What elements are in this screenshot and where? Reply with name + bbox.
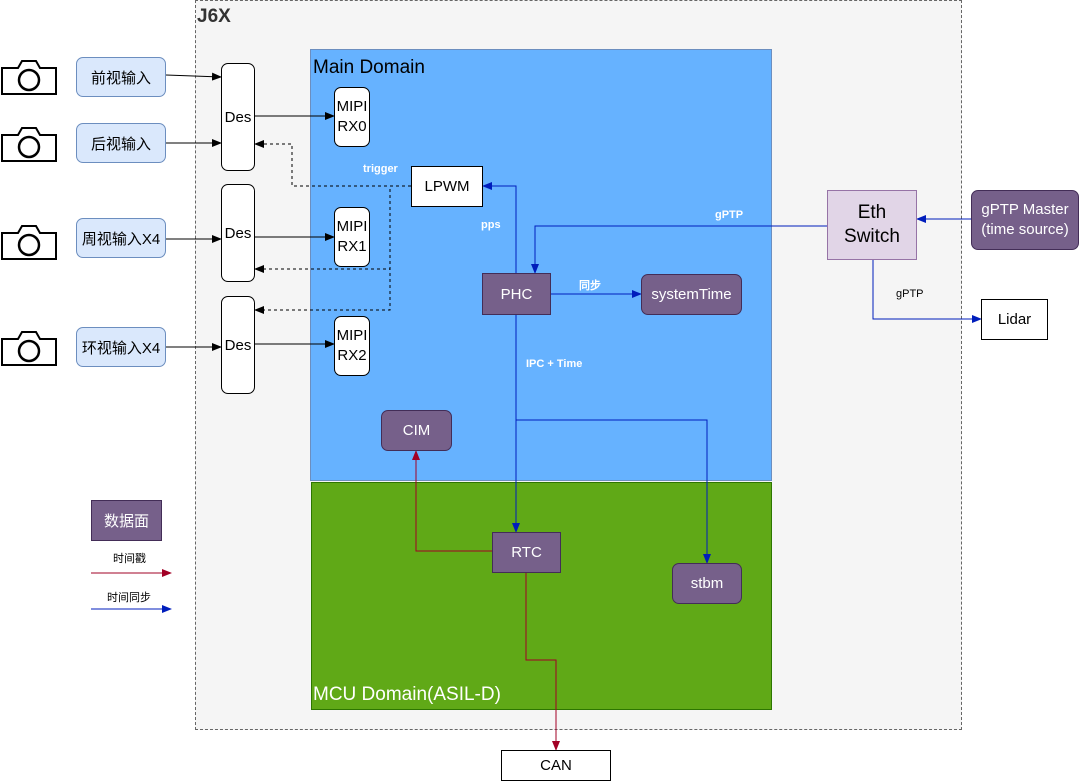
camera-rear	[0, 125, 58, 163]
systemtime-block: systemTime	[641, 274, 742, 315]
camera-front	[0, 58, 58, 96]
label-pps: pps	[481, 219, 501, 231]
camera-input-front: 前视输入	[76, 57, 166, 97]
edge-rtc-to-can	[525, 573, 560, 751]
camera-icon	[1, 60, 57, 95]
gptp-master-block: gPTP Master (time source)	[971, 190, 1079, 250]
camera-surround	[0, 223, 58, 261]
label-gptp-in: gPTP	[715, 209, 744, 221]
frame-title: J6X	[197, 6, 231, 27]
camera-input-surround: 周视输入X4	[76, 218, 166, 258]
camera-input-rear: 后视输入	[76, 123, 166, 163]
mipi-rx1: MIPI RX1	[334, 207, 370, 267]
legend-time-sync-label: 时间同步	[107, 592, 151, 604]
mipi-rx2: MIPI RX2	[334, 316, 370, 376]
edge-front-to-des	[165, 72, 222, 81]
edge-trigger-split	[389, 185, 411, 207]
main-domain-label: Main Domain	[313, 57, 425, 78]
des-block-1: Des	[221, 184, 255, 282]
camera-around	[0, 329, 58, 367]
des-block-0: Des	[221, 63, 255, 171]
label-sync: 同步	[579, 280, 601, 292]
camera-icon	[1, 331, 57, 366]
edge-trigger-des0	[254, 140, 411, 187]
edge-eth-to-lidar	[872, 260, 982, 323]
rtc-block: RTC	[492, 532, 561, 573]
camera-icon	[1, 225, 57, 260]
main-domain	[310, 49, 772, 481]
edge-phc-to-stbm	[516, 419, 711, 564]
can-block: CAN	[501, 750, 611, 781]
mcu-domain-label: MCU Domain(ASIL-D)	[313, 684, 501, 705]
cim-block: CIM	[381, 410, 452, 451]
edge-rtc-to-cim	[412, 450, 492, 552]
eth-switch-block: Eth Switch	[827, 190, 917, 260]
phc-block: PHC	[482, 273, 551, 315]
stbm-block: stbm	[672, 563, 742, 604]
legend-data-plane: 数据面	[91, 500, 162, 541]
edge-phc-pps-lpwm	[482, 182, 517, 273]
label-ipc-time: IPC + Time	[526, 358, 583, 370]
des-block-2: Des	[221, 296, 255, 394]
mipi-rx0: MIPI RX0	[334, 87, 370, 147]
label-gptp-lidar: gPTP	[896, 288, 924, 300]
edge-trigger-des2	[254, 207, 391, 314]
legend-timestamp-label: 时间戳	[113, 553, 146, 565]
camera-input-around: 环视输入X4	[76, 327, 166, 367]
lpwm-block: LPWM	[411, 166, 483, 207]
label-trigger: trigger	[363, 163, 398, 175]
lidar-block: Lidar	[981, 299, 1048, 340]
camera-icon	[1, 127, 57, 162]
edge-eth-gptp-phc	[531, 225, 827, 274]
